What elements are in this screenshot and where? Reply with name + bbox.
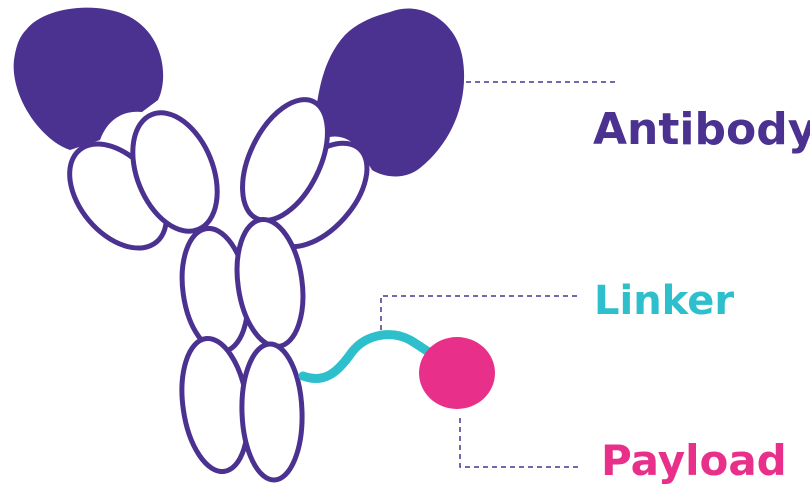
lower-stem-right-ellipse — [240, 343, 305, 481]
linker-label: Linker — [594, 281, 734, 321]
antibody-label: Antibody — [593, 108, 810, 152]
linker-leader-line — [381, 296, 580, 330]
payload-leader-line — [460, 418, 580, 467]
lower-stem-domains — [174, 334, 304, 481]
payload-sphere — [419, 337, 495, 409]
linker-chain — [303, 335, 435, 379]
payload-label: Payload — [601, 440, 787, 482]
